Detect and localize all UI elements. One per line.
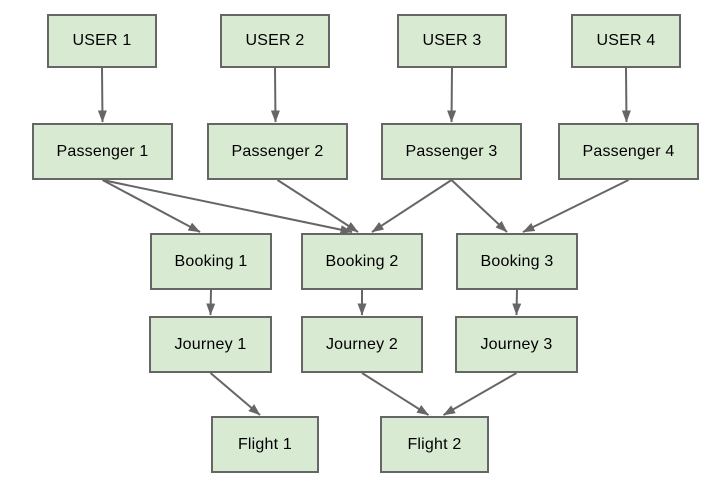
edge-passenger1-booking1: [102, 179, 201, 233]
node-user4: USER 4: [571, 14, 681, 68]
node-label: Flight 2: [407, 435, 462, 453]
edge-journey1-flight1: [209, 372, 261, 416]
node-user1: USER 1: [47, 14, 157, 68]
node-passenger4: Passenger 4: [558, 123, 699, 180]
node-journey2: Journey 2: [301, 316, 423, 373]
node-booking2: Booking 2: [301, 233, 423, 290]
edge-passenger2-booking2: [276, 179, 359, 233]
node-label: Passenger 1: [56, 142, 149, 160]
node-label: Booking 2: [325, 252, 399, 270]
node-flight2: Flight 2: [380, 416, 489, 473]
node-journey3: Journey 3: [455, 316, 578, 373]
edge-passenger3-booking2: [371, 179, 453, 233]
node-label: Booking 1: [174, 252, 248, 270]
node-label: USER 2: [245, 32, 305, 49]
edge-booking3-journey3: [512, 289, 522, 316]
node-label: Flight 1: [237, 435, 293, 453]
edges-group: [97, 67, 631, 416]
node-passenger1: Passenger 1: [32, 123, 173, 180]
edge-user2-passenger2: [270, 67, 280, 123]
node-label: Journey 2: [325, 335, 399, 353]
edge-user1-passenger1: [97, 67, 107, 123]
edge-user3-passenger3: [447, 67, 457, 123]
edge-passenger1-booking2: [102, 179, 353, 235]
node-label: Passenger 4: [582, 142, 675, 160]
node-user3: USER 3: [397, 14, 507, 68]
node-label: Passenger 3: [405, 142, 498, 160]
node-flight1: Flight 1: [211, 416, 319, 473]
node-label: USER 4: [596, 32, 656, 49]
node-passenger2: Passenger 2: [207, 123, 348, 180]
edge-booking1-journey1: [206, 289, 216, 316]
edge-journey3-flight2: [443, 372, 517, 416]
node-booking1: Booking 1: [150, 233, 272, 290]
node-label: USER 3: [422, 32, 482, 49]
node-label: USER 1: [72, 32, 132, 49]
node-label: Journey 3: [480, 335, 553, 353]
edge-user4-passenger4: [621, 67, 631, 123]
node-booking3: Booking 3: [456, 233, 578, 290]
node-passenger3: Passenger 3: [381, 123, 522, 180]
node-label: Passenger 2: [231, 142, 324, 160]
edge-passenger4-booking3: [522, 179, 629, 233]
node-label: Journey 1: [174, 335, 247, 353]
node-user2: USER 2: [220, 14, 330, 68]
node-journey1: Journey 1: [149, 316, 272, 373]
edge-passenger3-booking3: [450, 179, 508, 233]
edge-journey2-flight2: [361, 372, 430, 416]
node-label: Booking 3: [480, 252, 554, 270]
